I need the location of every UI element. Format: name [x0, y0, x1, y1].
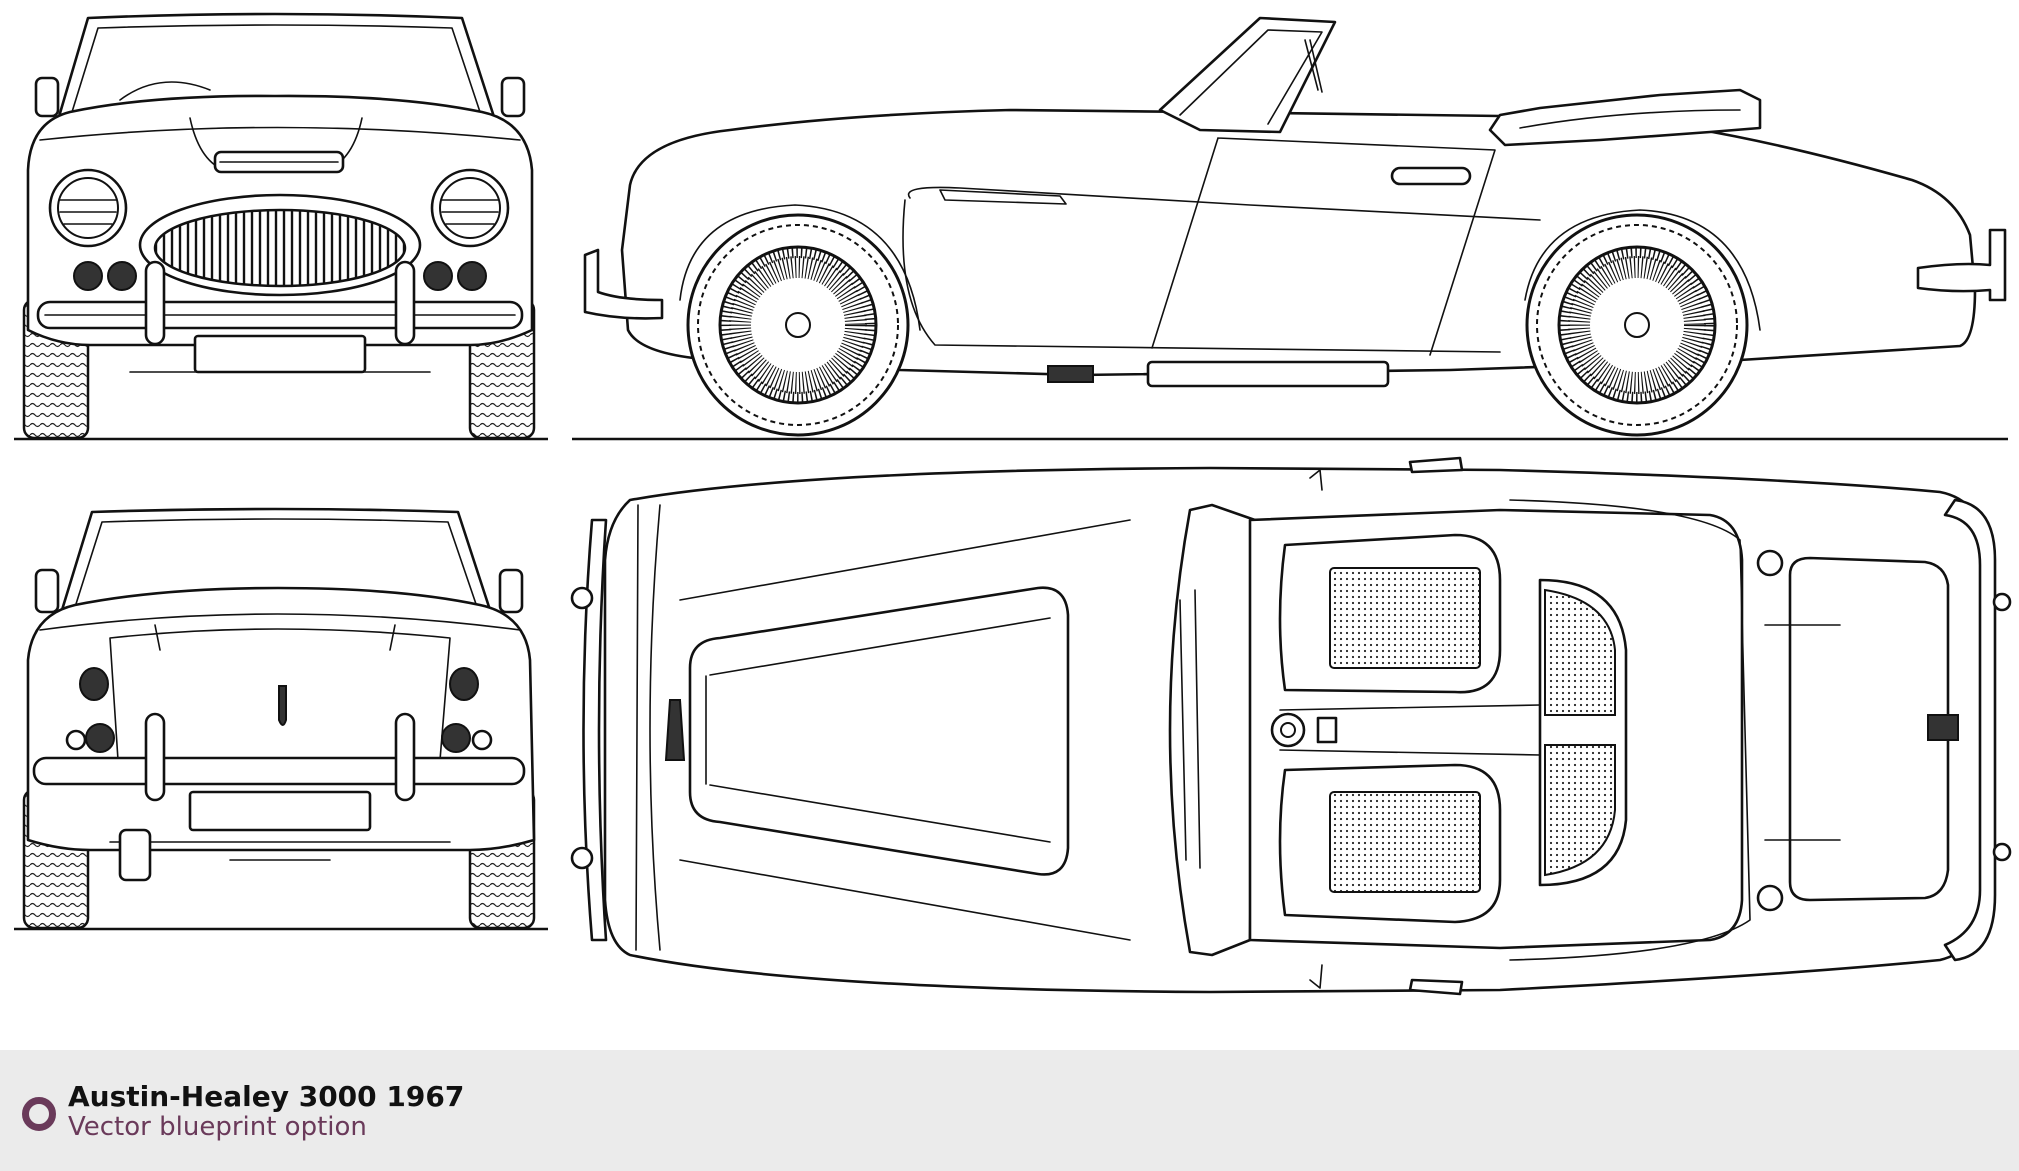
- front-mirror-right: [500, 76, 526, 118]
- caption-title: Austin-Healey 3000 1967: [68, 1080, 465, 1113]
- front-mirror-left: [34, 76, 60, 118]
- side-rear-bumper: [1916, 228, 2007, 302]
- rear-windscreen: [60, 507, 492, 612]
- top-bonnet-scoop: [688, 586, 1070, 876]
- front-grille: [153, 208, 407, 288]
- caption-subtitle: Vector blueprint option: [68, 1112, 367, 1142]
- rear-bumper: [32, 756, 526, 786]
- front-view: [14, 12, 548, 441]
- rear-plate: [188, 790, 372, 832]
- blueprint-drawing: [14, 12, 2012, 996]
- top-boot-lid: [1788, 556, 1950, 902]
- side-windscreen: [1158, 16, 1337, 134]
- side-view: [572, 16, 2008, 441]
- side-front-wheel: [686, 213, 910, 437]
- front-plate: [193, 334, 367, 374]
- caption-bar: Austin-Healey 3000 1967 Vector blueprint…: [0, 1050, 2019, 1171]
- top-seat-right: [1278, 763, 1502, 924]
- top-windscreen: [1168, 503, 1257, 957]
- rear-boot-lid: [109, 628, 451, 761]
- side-rear-wheel: [1525, 213, 1749, 437]
- top-view: [570, 456, 2012, 996]
- top-seat-left: [1278, 533, 1502, 694]
- rear-view: [14, 507, 548, 931]
- circle-ring-icon: [22, 1097, 56, 1131]
- side-folded-roof: [1488, 88, 1762, 147]
- front-windscreen: [56, 12, 497, 122]
- side-front-bumper: [583, 248, 664, 320]
- side-door-handle: [1390, 166, 1472, 186]
- side-door: [1151, 137, 1496, 356]
